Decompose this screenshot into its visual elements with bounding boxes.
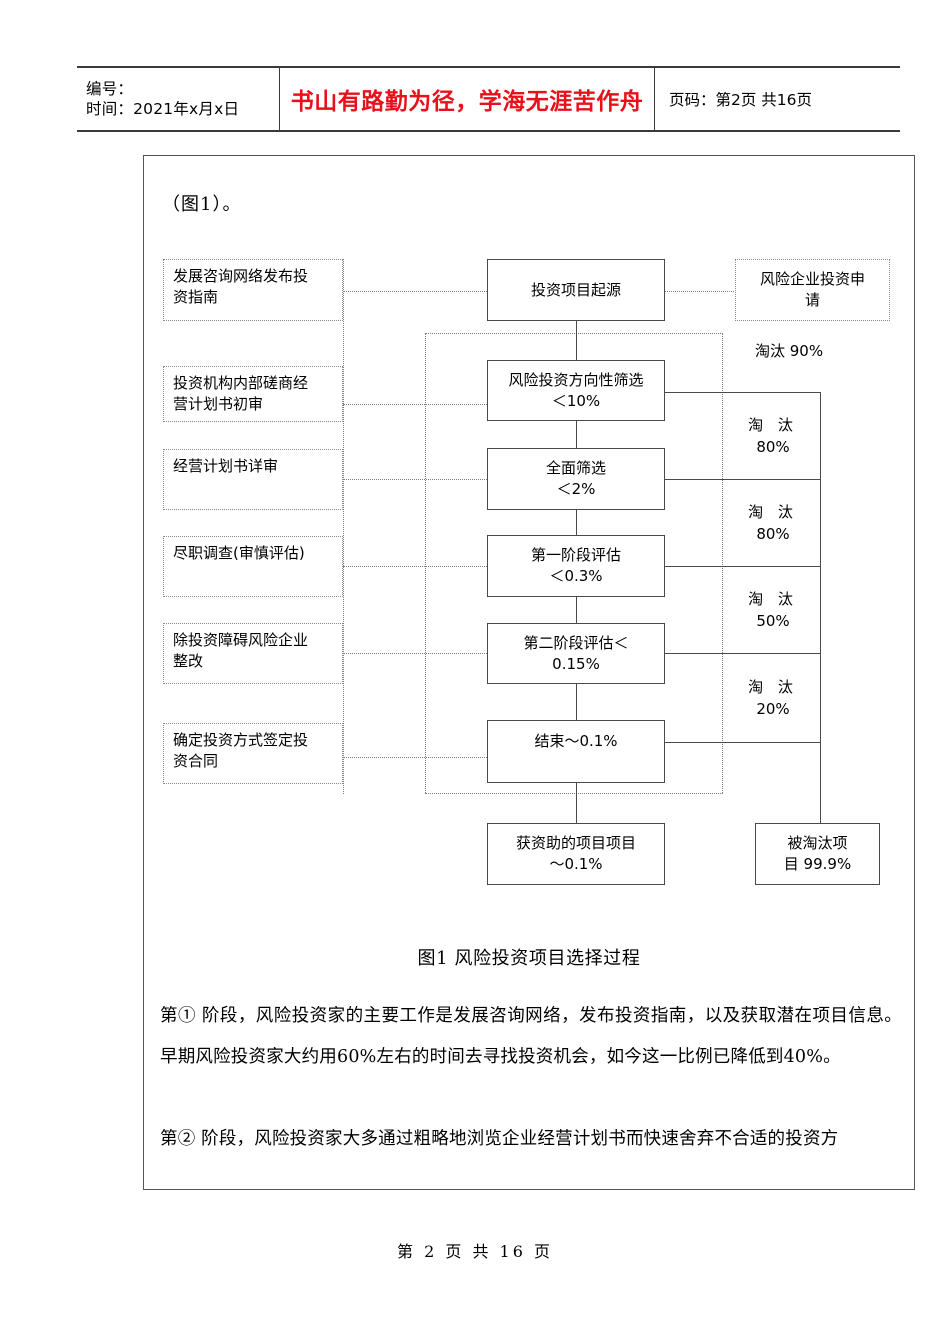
page-header-table: 编号： 时间：2021年x月x日 书山有路勤为径，学海无涯苦作舟 页码：第2页 … bbox=[77, 66, 900, 132]
body-paragraph-1: 第① 阶段，风险投资家的主要工作是发展咨询网络，发布投资指南，以及获取潜在项目信… bbox=[160, 1006, 902, 1067]
header-motto: 书山有路勤为径，学海无涯苦作舟 bbox=[290, 89, 644, 115]
figure-intro-text: （图1）。 bbox=[162, 194, 242, 215]
content-frame bbox=[143, 155, 915, 1190]
figure-caption: 图1 风险投资项目选择过程 bbox=[417, 948, 641, 969]
header-cell-pageinfo: 页码：第2页 共16页 bbox=[655, 68, 900, 130]
header-cell-meta: 编号： 时间：2021年x月x日 bbox=[77, 68, 280, 130]
header-time-label: 时间：2021年x月x日 bbox=[86, 100, 240, 118]
header-id-label: 编号： bbox=[86, 80, 134, 98]
header-page-info: 页码：第2页 共16页 bbox=[669, 91, 813, 109]
body-paragraph-2: 第② 阶段，风险投资家大多通过粗略地浏览企业经营计划书而快速舍弃不合适的投资方 bbox=[160, 1129, 839, 1149]
page-footer: 第 2 页 共 16 页 bbox=[397, 1242, 553, 1261]
header-cell-motto: 书山有路勤为径，学海无涯苦作舟 bbox=[280, 68, 655, 130]
